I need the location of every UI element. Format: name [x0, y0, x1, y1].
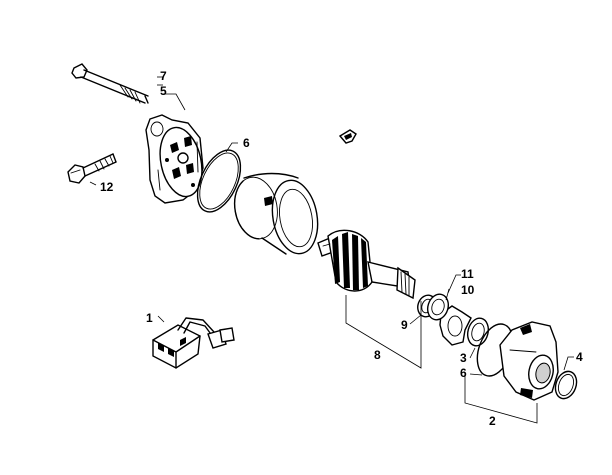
direction-arrow-icon — [338, 129, 357, 144]
callout-1: 1 — [146, 311, 153, 325]
short-bolt-part — [67, 153, 117, 184]
callout-2: 2 — [489, 414, 496, 428]
planetary-plate-part — [426, 293, 472, 346]
starter-relay-part — [152, 317, 235, 369]
callout-7: 7 — [160, 69, 167, 83]
callout-3: 3 — [460, 351, 467, 365]
armature-part — [317, 229, 416, 300]
yoke-housing-part — [233, 172, 319, 257]
snap-ring-part — [554, 370, 578, 400]
callout-8: 8 — [374, 348, 381, 362]
callout-12: 12 — [100, 180, 114, 194]
callout-9: 9 — [401, 318, 408, 332]
front-housing-part — [499, 321, 559, 401]
leader-lines — [89, 76, 574, 424]
callout-4: 4 — [576, 350, 583, 364]
large-o-ring-part — [196, 149, 242, 213]
through-bolt-part — [71, 63, 149, 104]
callout-5: 5 — [160, 84, 167, 98]
callout-11: 11 — [461, 267, 474, 281]
callout-6-lower: 6 — [460, 366, 467, 380]
callout-6-upper: 6 — [243, 136, 250, 150]
callout-10: 10 — [461, 283, 475, 297]
end-cover-part — [145, 114, 204, 204]
